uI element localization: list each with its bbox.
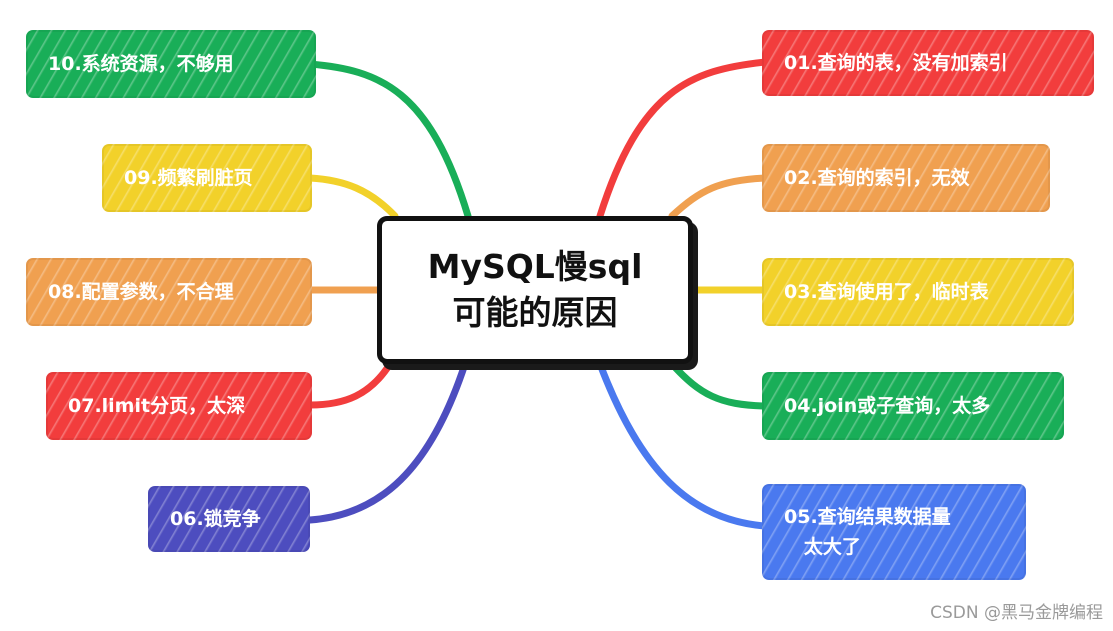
- connector-05: [596, 360, 769, 530]
- branch-05-label: 05.查询结果数据量 太大了: [784, 506, 951, 558]
- branch-01-label: 01.查询的表，没有加索引: [784, 51, 1008, 74]
- branch-09: 09.频繁刷脏页: [102, 144, 312, 212]
- branch-08-label: 08.配置参数，不合理: [48, 280, 234, 303]
- watermark-text: CSDN @黑马金牌编程: [930, 603, 1103, 623]
- branch-04-label: 04.join或子查询，太多: [784, 394, 991, 417]
- branch-10-label: 10.系统资源，不够用: [48, 52, 234, 75]
- branch-01: 01.查询的表，没有加索引: [762, 30, 1094, 96]
- connector-04: [668, 360, 769, 410]
- branch-03-label: 03.查询使用了，临时表: [784, 280, 989, 303]
- branch-06: 06.锁竞争: [148, 486, 310, 552]
- branch-10: 10.系统资源，不够用: [26, 30, 316, 98]
- central-topic: MySQL慢sql 可能的原因: [377, 216, 693, 364]
- branch-07: 07.limit分页，太深: [46, 372, 312, 440]
- branch-07-label: 07.limit分页，太深: [68, 394, 246, 417]
- connector-02: [668, 174, 769, 220]
- branch-08: 08.配置参数，不合理: [26, 258, 312, 326]
- branch-04: 04.join或子查询，太多: [762, 372, 1064, 440]
- connector-09: [306, 174, 399, 220]
- branch-02-label: 02.查询的索引，无效: [784, 166, 970, 189]
- connector-10: [306, 60, 472, 220]
- branch-05: 05.查询结果数据量 太大了: [762, 484, 1026, 580]
- connector-07: [306, 360, 394, 409]
- branch-09-label: 09.频繁刷脏页: [124, 166, 253, 189]
- branch-02: 02.查询的索引，无效: [762, 144, 1050, 212]
- connector-01: [596, 58, 769, 220]
- connector-06: [306, 360, 469, 524]
- branch-03: 03.查询使用了，临时表: [762, 258, 1074, 326]
- central-topic-label: MySQL慢sql 可能的原因: [427, 247, 643, 332]
- branch-06-label: 06.锁竞争: [170, 507, 261, 530]
